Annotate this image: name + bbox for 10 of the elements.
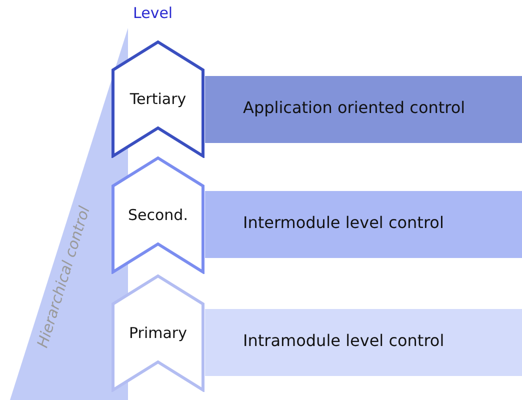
level-bar: [205, 191, 522, 258]
level-name: Second.: [127, 206, 189, 224]
bar-label: Application oriented control: [243, 98, 466, 117]
level-name: Tertiary: [128, 90, 188, 108]
level-bar: [205, 76, 522, 143]
heading-label: Level: [133, 4, 173, 22]
bar-label: Intermodule level control: [243, 213, 444, 232]
bar-label: Intramodule level control: [243, 331, 444, 350]
level-name: Primary: [128, 324, 188, 342]
level-bar: [205, 309, 522, 376]
